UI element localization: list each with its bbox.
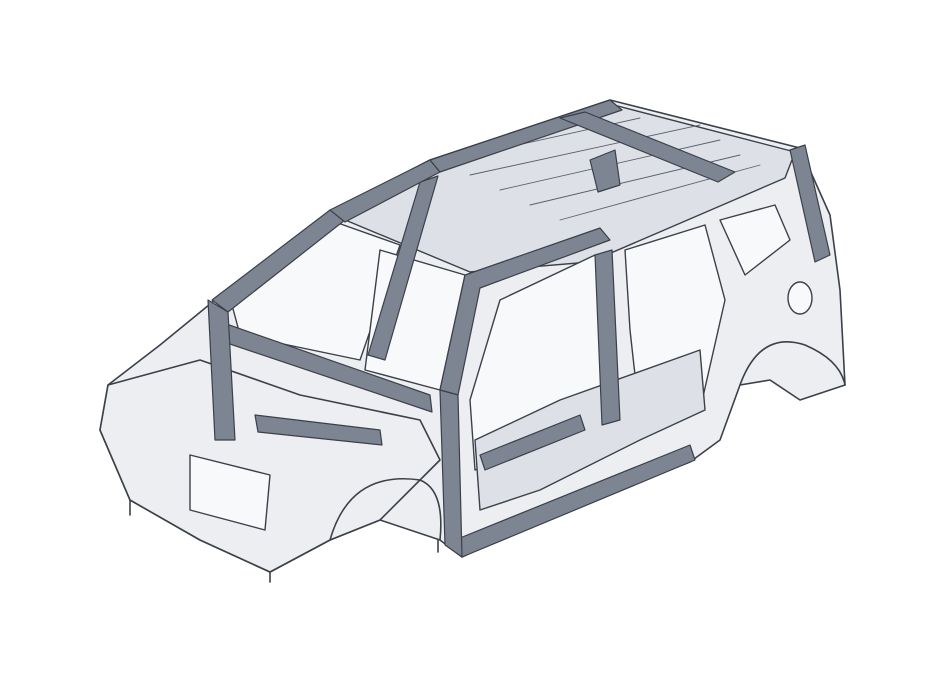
roof-cross-member (559, 111, 736, 183)
mount-pins (129, 499, 439, 583)
radiator-support (189, 454, 271, 531)
b-pillar (594, 249, 621, 426)
c-pillar (789, 144, 831, 263)
floor-pan (474, 349, 706, 511)
dash-tube (254, 414, 383, 446)
rear-quarter-window (719, 204, 791, 276)
roof-bow-center (589, 149, 621, 193)
front-wheel-arch (329, 478, 442, 541)
front-pillar-lower (439, 389, 463, 558)
rear-wheel-arch (739, 341, 846, 386)
front-end-structure (99, 359, 441, 573)
floor-cross-member (479, 414, 586, 471)
a-pillar-right (367, 175, 439, 361)
fuel-door (787, 281, 813, 315)
front-pillar-left-lower (207, 299, 236, 441)
